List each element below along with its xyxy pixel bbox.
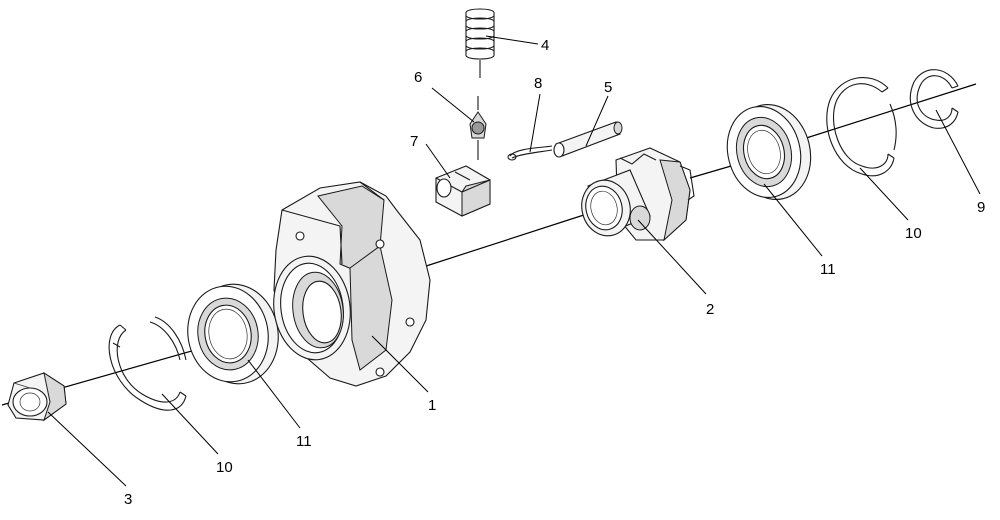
leader-2 xyxy=(637,219,707,295)
callout-4: 4 xyxy=(541,37,549,54)
leader-6 xyxy=(431,87,475,123)
callout-10-left: 10 xyxy=(216,459,233,476)
leader-4 xyxy=(485,35,539,45)
callout-5: 5 xyxy=(604,79,612,96)
callout-1: 1 xyxy=(428,397,436,414)
leader-3 xyxy=(47,411,127,487)
leader-7 xyxy=(425,143,451,179)
leader-lines xyxy=(47,35,981,487)
leader-9 xyxy=(935,109,981,195)
callout-11-left: 11 xyxy=(296,433,312,450)
callout-3: 3 xyxy=(124,491,132,508)
callout-9: 9 xyxy=(977,199,985,216)
callout-8: 8 xyxy=(534,75,542,92)
part-4-spring xyxy=(465,8,495,78)
leader-10b xyxy=(859,167,909,221)
part-9-snap-ring xyxy=(909,69,959,129)
callout-10-right: 10 xyxy=(905,225,922,242)
part-2-hub xyxy=(581,147,695,242)
part-8-cotter-pin xyxy=(507,145,553,161)
part-7-clamp-block xyxy=(435,165,491,217)
part-11-bearing-left xyxy=(187,283,279,385)
assembly-axis xyxy=(1,83,977,406)
part-1-housing xyxy=(273,181,431,387)
part-10-retaining-ring-right xyxy=(826,76,897,177)
leader-10a xyxy=(161,393,219,455)
part-6-plunger xyxy=(469,96,487,160)
leader-5 xyxy=(585,95,609,147)
leader-11a xyxy=(247,359,301,429)
part-5-pin xyxy=(553,121,623,158)
callout-2: 2 xyxy=(706,301,714,318)
callout-7: 7 xyxy=(410,133,418,150)
part-11-bearing-right xyxy=(726,103,812,201)
callout-labels: 1 2 3 4 5 6 7 8 9 10 10 11 11 xyxy=(124,37,985,508)
callout-6: 6 xyxy=(414,69,422,86)
callout-11-right: 11 xyxy=(820,261,836,278)
leader-11b xyxy=(763,183,823,257)
part-10-retaining-ring-left xyxy=(108,316,187,411)
leader-8 xyxy=(529,93,541,153)
leader-1 xyxy=(371,335,429,393)
part-3-nut xyxy=(7,371,67,422)
